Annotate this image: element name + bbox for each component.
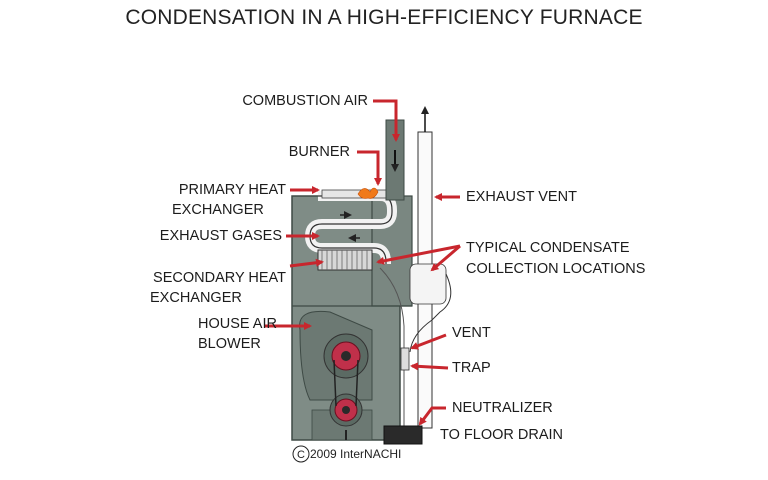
- diagram-title: CONDENSATION IN A HIGH-EFFICIENCY FURNAC…: [125, 6, 643, 29]
- label-vent: VENT: [452, 325, 491, 341]
- label-floor-drain: TO FLOOR DRAIN: [440, 427, 563, 443]
- heat-exchanger: [305, 191, 397, 271]
- label-condensate-2: COLLECTION LOCATIONS: [466, 261, 646, 277]
- label-condensate-1: TYPICAL CONDENSATE: [466, 240, 630, 256]
- label-trap: TRAP: [452, 360, 491, 376]
- label-exhaust-vent: EXHAUST VENT: [466, 189, 577, 205]
- label-house-air-blower-2: BLOWER: [198, 336, 261, 352]
- label-primary-heat-exchanger-1: PRIMARY HEAT: [178, 182, 286, 198]
- label-secondary-heat-exchanger-2: EXCHANGER: [150, 290, 242, 306]
- burner-flame: [321, 187, 387, 199]
- svg-text:C: C: [297, 449, 305, 461]
- label-neutralizer: NEUTRALIZER: [452, 400, 553, 416]
- exhaust-vent-pipe: [409, 106, 452, 429]
- label-house-air-blower-1: HOUSE AIR: [198, 316, 277, 332]
- label-secondary-heat-exchanger-1: SECONDARY HEAT: [153, 270, 286, 286]
- label-burner: BURNER: [288, 144, 350, 160]
- drain-assembly: [379, 267, 423, 445]
- copyright-symbol: [292, 445, 310, 463]
- callout-arrows: [264, 99, 461, 426]
- blower-motor: [323, 333, 369, 440]
- copyright-text: 2009 InterNACHI: [310, 447, 402, 461]
- label-combustion-air: COMBUSTION AIR: [242, 93, 368, 109]
- label-primary-heat-exchanger-2: EXCHANGER: [172, 202, 264, 218]
- label-exhaust-gases: EXHAUST GASES: [159, 228, 282, 244]
